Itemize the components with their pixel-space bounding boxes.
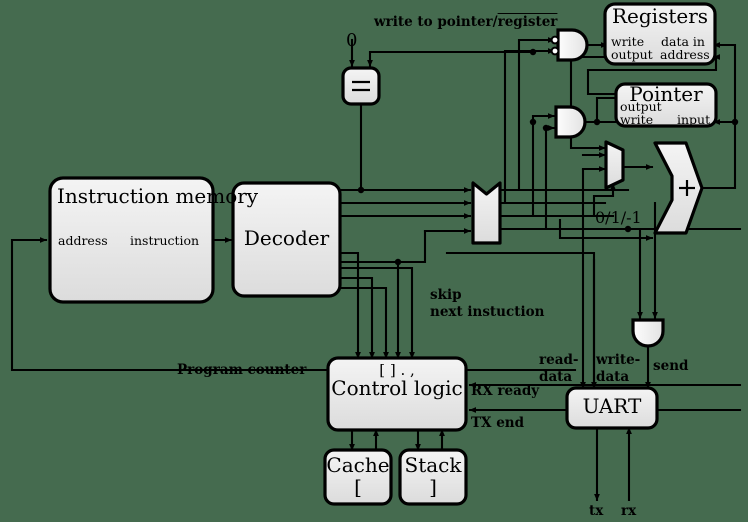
pointer-port-write: write <box>620 112 654 127</box>
wire-alu-out <box>698 42 737 190</box>
registers-title: Registers <box>611 4 709 28</box>
label-rx: rx <box>621 503 637 519</box>
equals-glyph <box>352 80 370 92</box>
uart-box <box>565 386 659 430</box>
registers-port-address: address <box>660 47 710 62</box>
wire-mux-sel <box>592 182 616 218</box>
junction-dot-6 <box>357 186 365 194</box>
label-read-data-line1: read- <box>539 352 579 368</box>
junction-dot-5 <box>529 48 537 56</box>
wire-alu-const <box>558 218 654 241</box>
instruction-memory-port-address: address <box>58 233 108 248</box>
registers-port-data-in: data in <box>661 34 705 49</box>
stack-sub: ] <box>429 475 437 499</box>
pointer-box <box>614 82 718 128</box>
or-gate-skip <box>471 181 502 245</box>
label-alu-constant: 0/1/-1 <box>595 208 642 227</box>
cache-title: Cache <box>326 453 390 477</box>
decoder-title: Decoder <box>243 226 330 250</box>
and-gate-pointer <box>554 105 587 139</box>
wire-up-and-1 <box>517 37 556 192</box>
wire-cmp-in2 <box>367 50 535 68</box>
registers-box <box>603 2 717 66</box>
wire-dec-ctrl-1 <box>338 251 361 360</box>
alu-adder <box>653 141 704 235</box>
wire-dec-ctrl-3 <box>338 286 389 360</box>
label-read-data-line2: data <box>539 369 573 385</box>
and-gate-registers <box>556 28 589 62</box>
pointer-title: Pointer <box>629 82 703 106</box>
cache-sub: [ <box>354 475 362 499</box>
label-skip-next-instruction-line2: next instuction <box>430 304 545 320</box>
wire-up-and-4 <box>544 125 556 231</box>
junction-dot-1 <box>394 258 402 266</box>
label-send: send <box>653 358 689 374</box>
label-rx-ready: RX ready <box>471 383 540 399</box>
wire-reg-output <box>569 55 609 151</box>
mux-alu-input <box>604 140 625 190</box>
control-logic-header: [ ] . , <box>379 361 415 379</box>
inverter-bubble-1 <box>550 35 560 45</box>
wire-dec-ctrl-2 <box>338 276 375 360</box>
comparator-box <box>341 66 381 106</box>
decoder-box <box>231 181 342 298</box>
instruction-memory-port-instruction: instruction <box>130 233 200 248</box>
stack-title: Stack <box>404 453 462 477</box>
label-write-data-line1: write- <box>596 352 641 368</box>
uart-title: UART <box>582 394 642 418</box>
control-logic-box <box>326 356 468 432</box>
wire-dec-ctrl-5 <box>338 266 415 360</box>
junction-dot-3 <box>529 118 537 126</box>
plus-glyph <box>679 180 695 196</box>
inverter-bubble-2 <box>550 46 560 56</box>
wire-program-counter <box>10 237 577 372</box>
stack-box <box>398 448 468 506</box>
instruction-memory-title: Instruction memory <box>57 184 259 208</box>
instruction-memory-box <box>48 176 215 304</box>
label-tx: tx <box>589 503 604 519</box>
junction-dot-4 <box>542 124 550 132</box>
pointer-port-input: input <box>677 112 711 127</box>
label-tx-end: TX end <box>471 415 525 431</box>
control-logic-title: Control logic <box>331 376 463 400</box>
block-shapes <box>48 2 718 506</box>
label-skip-next-instruction-line1: skip <box>430 287 462 303</box>
registers-port-write: write <box>611 34 645 49</box>
cache-box <box>323 448 393 506</box>
wire-dec-ctrl-6 <box>338 229 427 264</box>
label-program-counter: Program counter <box>177 362 307 378</box>
junction-dot-2 <box>624 225 632 233</box>
registers-port-output: output <box>611 47 653 62</box>
label-write-to-pointer-register: write to pointer/register <box>374 14 558 30</box>
pointer-port-output: output <box>620 99 662 114</box>
and-gate-send <box>631 318 665 348</box>
wire-up-and-3 <box>531 113 556 218</box>
label-write-data-line2: data <box>596 369 630 385</box>
label-zero-constant: 0 <box>346 30 358 51</box>
